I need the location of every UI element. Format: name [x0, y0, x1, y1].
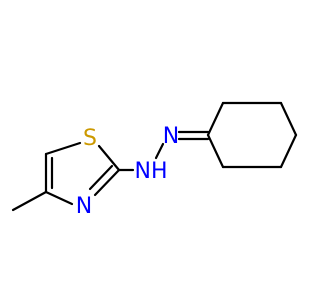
- bond-methyl: [11, 190, 48, 212]
- bond-ring-6: [206, 133, 225, 169]
- bond-c4-n3: [44, 190, 74, 206]
- thiazole-ring: [44, 141, 121, 206]
- molecule-diagram: S N N NH: [11, 101, 298, 219]
- structure-canvas: S N N NH: [11, 101, 298, 219]
- bond-ring-1: [206, 101, 225, 137]
- ring-nitrogen-atom-label: N: [76, 194, 92, 219]
- bond-n3-c2-inner: [88, 164, 114, 191]
- sulfur-atom-label: S: [83, 126, 97, 151]
- imine-nitrogen-atom-label: N: [163, 124, 179, 149]
- amine-nitrogen-atom-label: NH: [135, 159, 168, 184]
- bond-ring-3: [279, 101, 298, 137]
- bond-s-c5: [44, 141, 82, 156]
- bond-c2-s: [97, 144, 121, 172]
- imine-double-bond: [177, 130, 210, 141]
- bond-nn: [154, 142, 165, 160]
- bond-n3-c2: [93, 168, 121, 197]
- cyclohexane-ring: [206, 101, 298, 169]
- bond-ring-4: [279, 133, 298, 169]
